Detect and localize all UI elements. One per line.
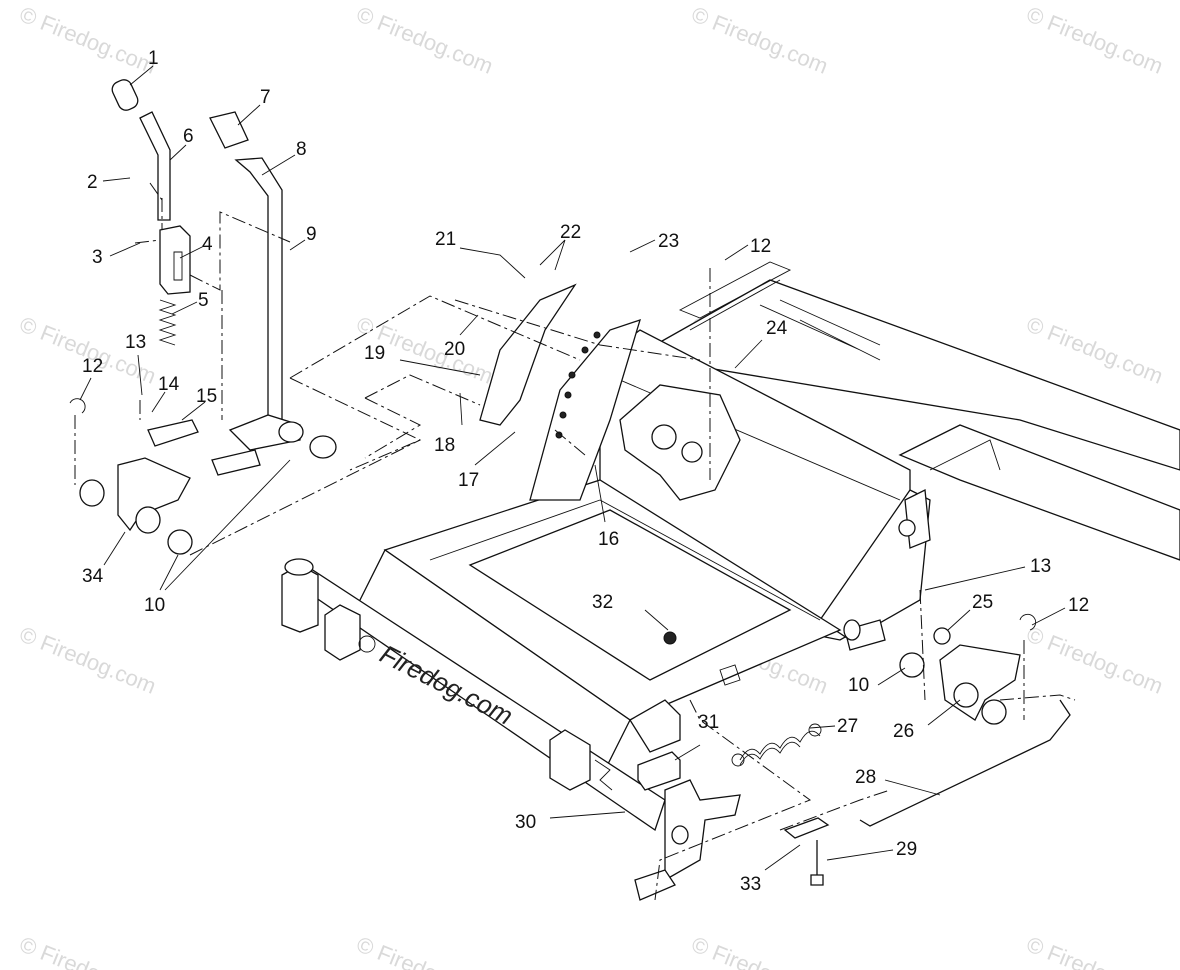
part-label: 8 [296,139,307,160]
part-label: 3 [92,247,103,268]
watermark: © Firedog.com [353,931,496,970]
part-label: 5 [198,290,209,311]
watermark: © Firedog.com [1023,931,1166,970]
part-label: 31 [698,712,719,733]
part-label: 7 [260,87,271,108]
part-label: 1 [148,48,159,69]
part-label: 24 [766,318,788,339]
part-label: 19 [364,343,385,364]
part-label: 12 [750,236,771,257]
part-label: 2 [87,172,98,193]
watermark: © Firedog.com [1023,1,1166,78]
part-label: 33 [740,874,761,895]
part-label: 20 [444,339,465,360]
part-label: 21 [435,229,456,250]
watermark: © Firedog.com [688,931,831,970]
part-label: 32 [592,592,613,613]
part-label: 13 [1030,556,1051,577]
part-label: 14 [158,374,180,395]
lift-lever-assembly [69,79,337,555]
mower-frame [281,261,1180,832]
right-side-parts [634,613,1071,901]
part-label: 6 [183,126,194,147]
part-label: 16 [598,529,619,550]
part-label: 10 [848,675,869,696]
part-labels: 1 2 3 4 5 6 7 8 9 10 10 10 12 12 12 13 1… [82,48,1089,895]
part-label: 15 [196,386,217,407]
part-label: 27 [837,716,858,737]
part-label: 30 [515,812,536,833]
part-label: 9 [306,224,317,245]
watermark: © Firedog.com [16,1,159,78]
part-label: 26 [893,721,914,742]
part-label: 17 [458,470,479,491]
part-label: 4 [202,234,213,255]
centerlines [74,182,1076,901]
part-label: 29 [896,839,917,860]
watermark: © Firedog.com [1023,311,1166,388]
part-label: 25 [972,592,993,613]
part-label: 10 [144,595,165,616]
leader-lines [79,65,1066,871]
watermark: © Firedog.com [688,1,831,78]
part-label: 23 [658,231,679,252]
part-label: 28 [855,767,876,788]
part-label: 34 [82,566,104,587]
watermark: © Firedog.com [353,1,496,78]
watermark: © Firedog.com [1023,621,1166,698]
part-label: 12 [82,356,103,377]
part-label: 13 [125,332,146,353]
part-label: 12 [1068,595,1089,616]
part-label: 18 [434,435,455,456]
watermark: © Firedog.com [16,621,159,698]
watermark: © Firedog.com [16,931,159,970]
part-label: 22 [560,222,581,243]
